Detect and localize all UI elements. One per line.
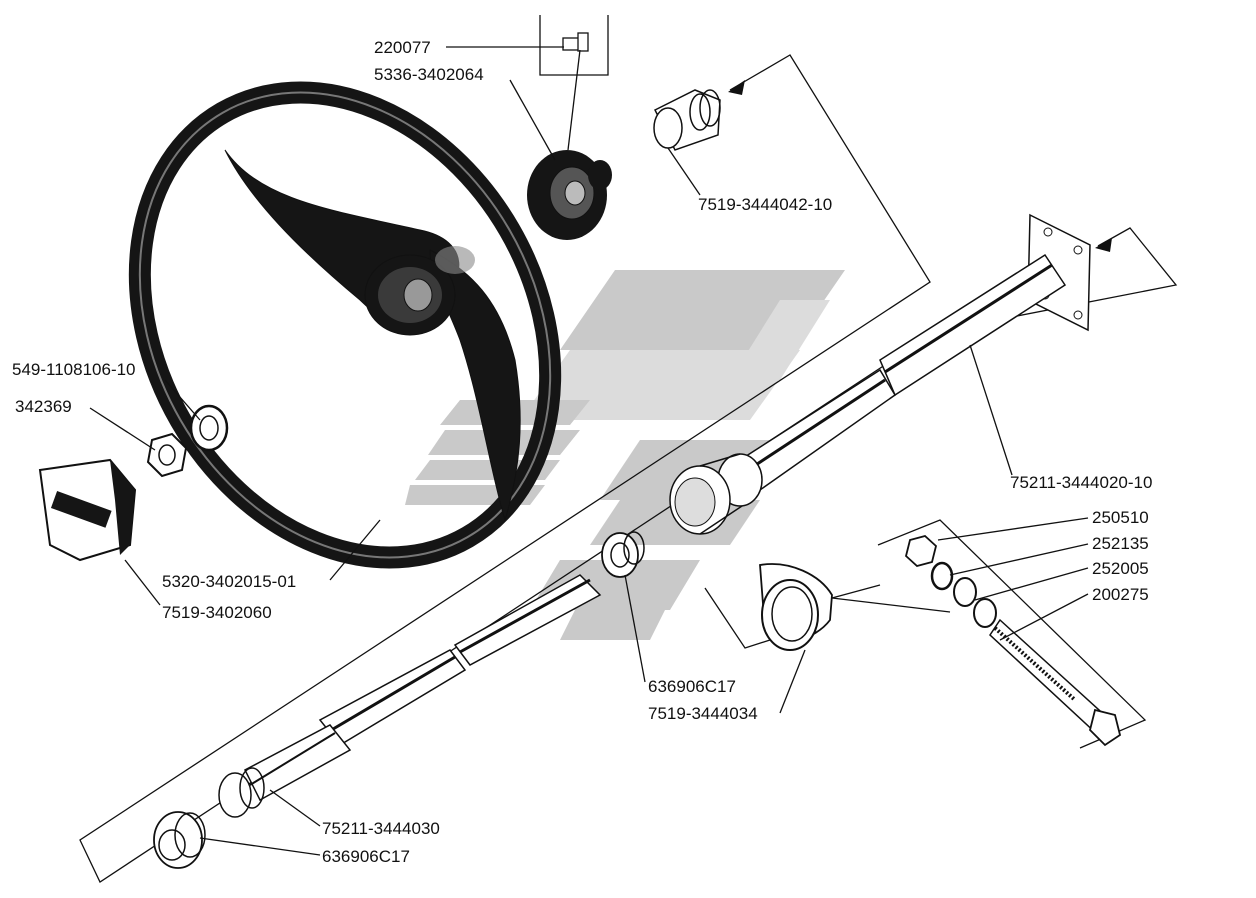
steering-wheel <box>128 81 562 569</box>
bushing-top <box>653 89 721 151</box>
arrow-right <box>1095 238 1112 252</box>
column-tube <box>669 213 1091 535</box>
label-bearing-lower: 636906C17 <box>322 847 410 866</box>
bolt-long <box>989 618 1122 747</box>
hub-cap <box>527 150 612 240</box>
label-washer-flat: 252005 <box>1092 559 1149 578</box>
part-labels: 220077 5336-3402064 7519-3444042-10 7521… <box>12 38 1152 866</box>
label-bolt: 220077 <box>374 38 431 57</box>
leader-lines <box>89 46 1089 856</box>
label-steering-wheel: 5320-3402015-01 <box>162 572 296 591</box>
assembly-frame-lines <box>79 15 1178 883</box>
arrow-top <box>728 80 745 95</box>
washer-flat <box>953 577 977 607</box>
washer-spring <box>930 561 954 591</box>
label-nut-small: 250510 <box>1092 508 1149 527</box>
label-nut: 342369 <box>15 397 72 416</box>
label-bushing-top: 7519-3444042-10 <box>698 195 832 214</box>
nut <box>146 432 188 478</box>
label-bolt-long: 200275 <box>1092 585 1149 604</box>
label-horn-button: 7519-3402060 <box>162 603 272 622</box>
washer-ring <box>189 404 229 452</box>
nut-small <box>904 535 938 567</box>
bolt-small <box>562 32 589 52</box>
label-clamp: 7519-3444034 <box>648 704 758 723</box>
label-steering-shaft: 75211-3444030 <box>322 819 440 838</box>
washer-flat-2 <box>973 598 997 628</box>
steering-shaft <box>218 574 602 818</box>
label-hub-cap: 5336-3402064 <box>374 65 484 84</box>
bearing-upper <box>601 531 645 578</box>
label-washer-ring: 549-1108106-10 <box>12 360 136 379</box>
label-bearing-upper: 636906C17 <box>648 677 736 696</box>
horn-button <box>38 458 137 562</box>
bearing-lower <box>153 811 206 869</box>
clamp <box>759 563 833 651</box>
label-washer-spring: 252135 <box>1092 534 1149 553</box>
label-column-tube: 75211-3444020-10 <box>1010 473 1152 492</box>
